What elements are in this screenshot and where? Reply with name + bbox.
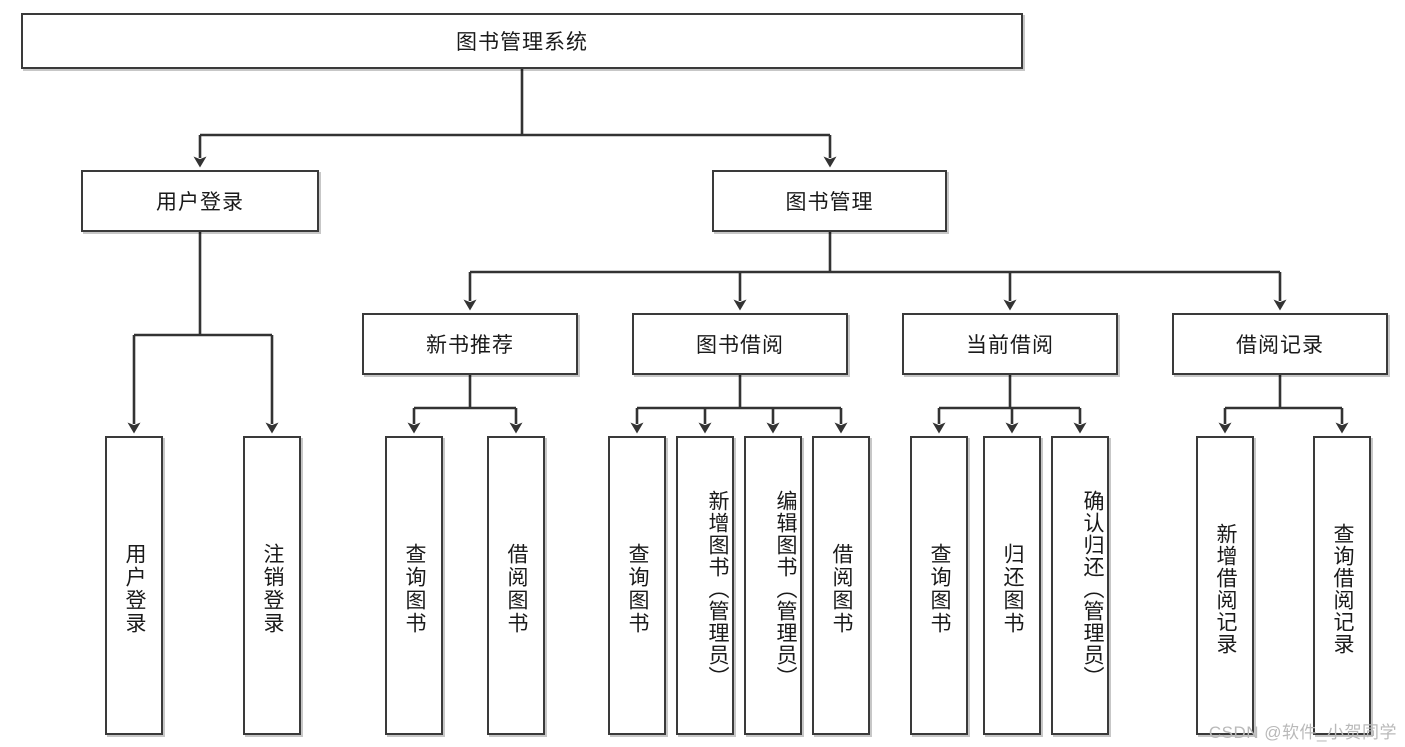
node-leaf-query-book-2[interactable]: 查询图书 (608, 436, 666, 735)
node-user-login[interactable]: 用户登录 (81, 170, 319, 232)
csdn-watermark: CSDN @软件_小贺同学 (1208, 723, 1397, 742)
node-leaf-return-book-label: 归还图书 (1001, 542, 1024, 635)
node-leaf-add-record-label: 新增借阅记录 (1214, 522, 1237, 655)
node-leaf-confirm-return[interactable]: 确认归还（管理员） (1051, 436, 1109, 735)
node-user-login-label: 用户登录 (156, 191, 244, 214)
node-book-manage-label: 图书管理 (785, 191, 874, 214)
node-leaf-edit-book[interactable]: 编辑图书（管理员） (744, 436, 802, 735)
node-leaf-query-book-2-label: 查询图书 (626, 542, 649, 635)
node-book-borrow[interactable]: 图书借阅 (632, 313, 848, 375)
node-borrow-record[interactable]: 借阅记录 (1172, 313, 1388, 375)
node-root[interactable]: 图书管理系统 (21, 13, 1023, 69)
node-leaf-query-book-1-label: 查询图书 (403, 542, 426, 635)
node-book-manage[interactable]: 图书管理 (712, 170, 947, 232)
node-leaf-user-logout-label: 注销登录 (261, 542, 284, 635)
node-leaf-user-logout[interactable]: 注销登录 (243, 436, 301, 735)
node-leaf-borrow-book-1-label: 借阅图书 (505, 542, 528, 635)
node-leaf-user-login-label: 用户登录 (123, 542, 146, 635)
node-leaf-borrow-book-2-label: 借阅图书 (830, 542, 853, 635)
node-leaf-user-login[interactable]: 用户登录 (105, 436, 163, 735)
node-book-borrow-label: 图书借阅 (696, 334, 784, 357)
node-current-borrow[interactable]: 当前借阅 (902, 313, 1118, 375)
node-leaf-borrow-book-2[interactable]: 借阅图书 (812, 436, 870, 735)
node-root-label: 图书管理系统 (456, 31, 588, 54)
node-current-borrow-label: 当前借阅 (966, 334, 1054, 357)
node-leaf-confirm-return-label: 确认归还（管理员） (1081, 489, 1104, 688)
node-borrow-record-label: 借阅记录 (1236, 334, 1324, 357)
node-leaf-query-book-1[interactable]: 查询图书 (385, 436, 443, 735)
node-leaf-query-record[interactable]: 查询借阅记录 (1313, 436, 1371, 735)
node-leaf-add-record[interactable]: 新增借阅记录 (1196, 436, 1254, 735)
node-new-book-recommend[interactable]: 新书推荐 (362, 313, 578, 375)
node-leaf-return-book[interactable]: 归还图书 (983, 436, 1041, 735)
node-new-book-recommend-label: 新书推荐 (426, 334, 514, 357)
node-leaf-borrow-book-1[interactable]: 借阅图书 (487, 436, 545, 735)
node-leaf-edit-book-label: 编辑图书（管理员） (774, 489, 797, 688)
node-leaf-query-book-3-label: 查询图书 (928, 542, 951, 635)
node-leaf-add-book-label: 新增图书（管理员） (706, 489, 729, 688)
node-leaf-query-book-3[interactable]: 查询图书 (910, 436, 968, 735)
node-leaf-add-book[interactable]: 新增图书（管理员） (676, 436, 734, 735)
node-leaf-query-record-label: 查询借阅记录 (1331, 522, 1354, 655)
